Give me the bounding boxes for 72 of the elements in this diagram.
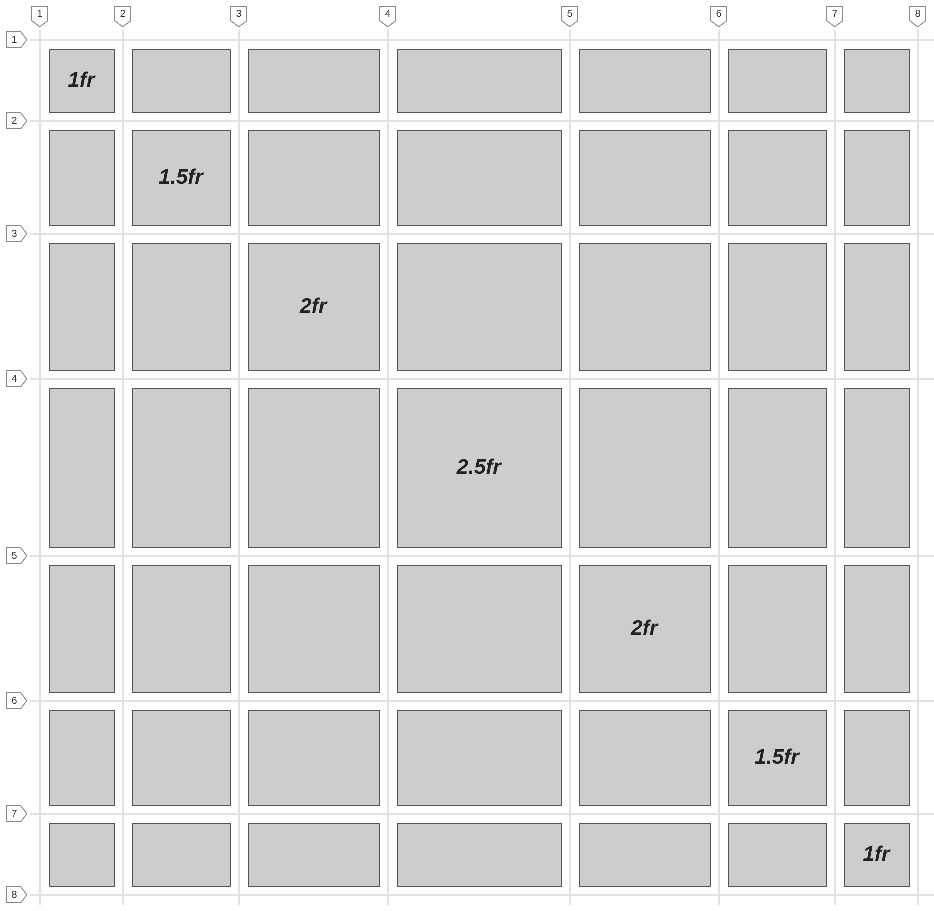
grid-item — [728, 48, 826, 112]
grid-line-number: 7 — [826, 6, 844, 28]
grid-item — [844, 388, 910, 548]
grid-item — [48, 710, 114, 806]
track-size-label: 2fr — [300, 294, 327, 318]
grid-item — [844, 822, 910, 886]
grid-item — [396, 564, 562, 692]
grid-item — [728, 710, 826, 806]
track-size-label: 1fr — [68, 68, 95, 92]
grid-item — [728, 564, 826, 692]
grid-line-number: 1 — [6, 31, 28, 49]
grid-item — [578, 48, 710, 112]
grid-item — [48, 564, 114, 692]
grid-item — [48, 822, 114, 886]
grid-line-number: 3 — [230, 6, 248, 28]
grid-item — [132, 48, 230, 112]
grid-item — [248, 564, 380, 692]
grid-line-number: 5 — [6, 547, 28, 565]
grid-item — [728, 822, 826, 886]
grid-line-number: 7 — [6, 805, 28, 823]
grid-item — [844, 242, 910, 370]
grid-item — [132, 242, 230, 370]
grid-item — [844, 710, 910, 806]
grid-item — [48, 242, 114, 370]
grid-item — [578, 822, 710, 886]
grid-item — [248, 48, 380, 112]
grid-item — [48, 388, 114, 548]
grid-item — [578, 564, 710, 692]
grid-item — [396, 48, 562, 112]
track-size-label: 2fr — [631, 616, 658, 640]
grid-item — [48, 48, 114, 112]
grid-line-number: 3 — [6, 225, 28, 243]
grid-item — [132, 564, 230, 692]
grid-item — [578, 710, 710, 806]
grid-item — [396, 388, 562, 548]
track-size-label: 2.5fr — [456, 456, 502, 480]
track-size-label: 1.5fr — [754, 746, 800, 770]
grid-item — [248, 388, 380, 548]
grid-item — [132, 822, 230, 886]
track-size-label: 1.5fr — [158, 166, 204, 190]
grid-item — [248, 822, 380, 886]
grid-item — [248, 710, 380, 806]
grid-item — [396, 130, 562, 226]
grid-item — [578, 388, 710, 548]
grid-line-number: 2 — [6, 112, 28, 130]
grid-line-number: 6 — [6, 692, 28, 710]
grid-line-number: 8 — [6, 886, 28, 904]
track-size-label: 1fr — [863, 842, 890, 866]
grid-line-number: 5 — [561, 6, 579, 28]
grid-item — [396, 242, 562, 370]
grid-item — [248, 130, 380, 226]
grid-line-number: 1 — [31, 6, 49, 28]
grid-line-number: 4 — [379, 6, 397, 28]
grid-item — [578, 242, 710, 370]
grid-item — [132, 710, 230, 806]
grid-item — [844, 564, 910, 692]
grid-item — [396, 710, 562, 806]
grid-item — [728, 242, 826, 370]
grid-item — [132, 130, 230, 226]
grid-line-number: 2 — [114, 6, 132, 28]
grid-item — [844, 48, 910, 112]
grid-line-number: 6 — [710, 6, 728, 28]
grid-item — [132, 388, 230, 548]
grid-line-number: 4 — [6, 370, 28, 388]
grid-item — [844, 130, 910, 226]
grid-line-number: 8 — [909, 6, 927, 28]
grid-item — [396, 822, 562, 886]
grid-item — [728, 130, 826, 226]
grid-item — [728, 388, 826, 548]
grid-item — [48, 130, 114, 226]
grid-item — [578, 130, 710, 226]
grid-item — [248, 242, 380, 370]
